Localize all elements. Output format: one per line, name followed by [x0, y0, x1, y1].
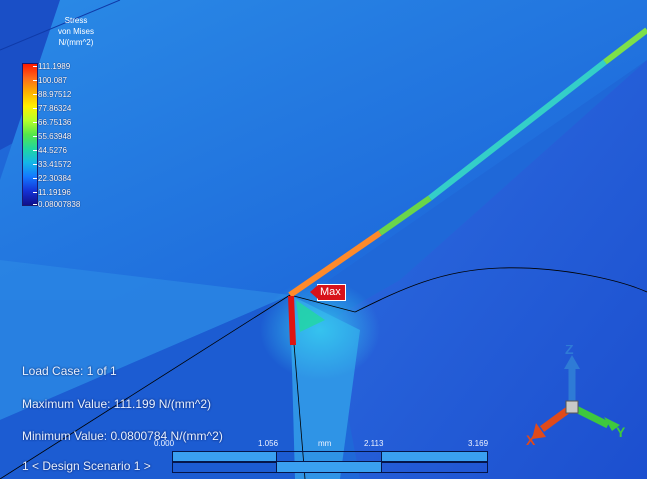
streak-orange: [288, 230, 382, 298]
z-axis-label: Z: [565, 345, 574, 357]
streak-cyan: [428, 59, 607, 201]
upper-band: [0, 0, 647, 300]
edge-line-left: [0, 294, 291, 479]
scale-label: 0.000: [154, 439, 175, 448]
right-region: [330, 60, 647, 479]
streak-green: [378, 195, 432, 236]
edge-line-top: [0, 0, 121, 51]
y-axis-head: [604, 417, 620, 431]
left-face: [0, 260, 290, 420]
legend-title-line-1: Stress: [64, 16, 88, 25]
legend-colorbar: [22, 63, 38, 206]
scale-bar: 0.000 1.056 mm 2.113 3.169: [154, 439, 488, 473]
legend-tick: 33.41572: [32, 160, 72, 169]
load-case-text: Load Case: 1 of 1: [22, 364, 117, 378]
legend-tick: 88.97512: [32, 90, 72, 99]
y-axis-label: Y: [616, 424, 626, 440]
legend-title-line-2: von Mises: [57, 27, 94, 36]
edge-line-right: [289, 294, 356, 313]
x-axis-head: [532, 423, 546, 439]
scale-label: 2.113: [364, 439, 384, 448]
legend-tick: 0.08007838: [32, 200, 81, 209]
scale-segment: [381, 451, 488, 463]
scale-segment: [381, 461, 488, 473]
max-hotspot: [288, 296, 296, 345]
legend-tick: 66.75136: [32, 118, 72, 127]
legend-tick: 55.63948: [32, 132, 72, 141]
secondary-hotspot: [296, 300, 325, 332]
x-axis-label: X: [526, 432, 536, 448]
legend-tick: 22.30384: [32, 174, 72, 183]
axis-triad[interactable]: Z Y X: [520, 345, 630, 455]
scale-segment: [276, 461, 382, 473]
legend-tick: 111.1989: [32, 62, 71, 71]
legend-tick: 11.19196: [33, 188, 71, 197]
legend-tick: 44.5276: [33, 146, 67, 155]
scale-segment: [172, 461, 277, 473]
scale-label: 1.056: [258, 439, 279, 448]
lower-left-face: [0, 295, 295, 479]
design-scenario-selector[interactable]: 1 < Design Scenario 1 >: [22, 459, 151, 473]
legend-tick: 77.86324: [32, 104, 72, 113]
maximum-value-text: Maximum Value: 111.199 N/(mm^2): [22, 397, 212, 411]
max-value-marker[interactable]: Max: [310, 284, 346, 301]
z-axis-head: [564, 355, 580, 369]
edge-curve: [354, 267, 647, 313]
scale-label: 3.169: [468, 439, 489, 448]
triad-origin-cube: [565, 400, 579, 414]
minimum-value-text: Minimum Value: 0.0800784 N/(mm^2): [22, 429, 223, 443]
legend-title-line-3: N/(mm^2): [58, 38, 94, 47]
streak-tip: [603, 27, 647, 65]
scale-unit-label: mm: [318, 439, 332, 448]
legend-tick: 100.087: [33, 76, 67, 85]
